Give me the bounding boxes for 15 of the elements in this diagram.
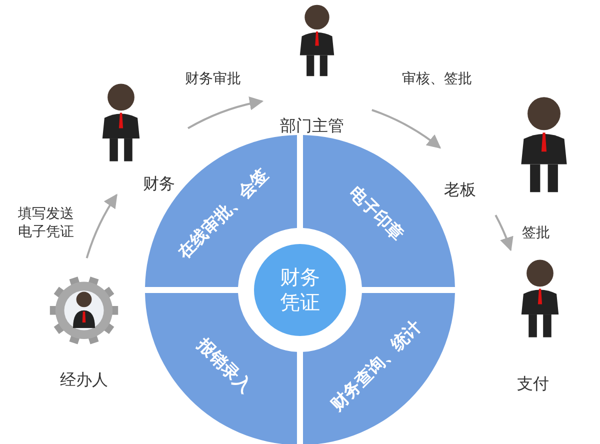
edge-label: 财务审批 bbox=[185, 70, 241, 88]
center-circle: 财务凭证 bbox=[254, 244, 346, 336]
flow-arrow bbox=[188, 97, 264, 130]
flow-arrow bbox=[494, 214, 514, 252]
role-label: 财务 bbox=[143, 174, 175, 194]
role-label: 部门主管 bbox=[280, 116, 344, 136]
flow-arrow bbox=[86, 194, 118, 258]
flow-arrow bbox=[372, 109, 442, 149]
function-label: 电子印章 bbox=[344, 182, 408, 246]
edge-label: 签批 bbox=[522, 224, 550, 242]
function-label: 报销录入 bbox=[192, 334, 256, 398]
role-label: 老板 bbox=[444, 180, 476, 200]
edge-label: 审核、签批 bbox=[402, 70, 472, 88]
role-label: 经办人 bbox=[60, 370, 108, 390]
role-label: 支付 bbox=[517, 374, 549, 394]
